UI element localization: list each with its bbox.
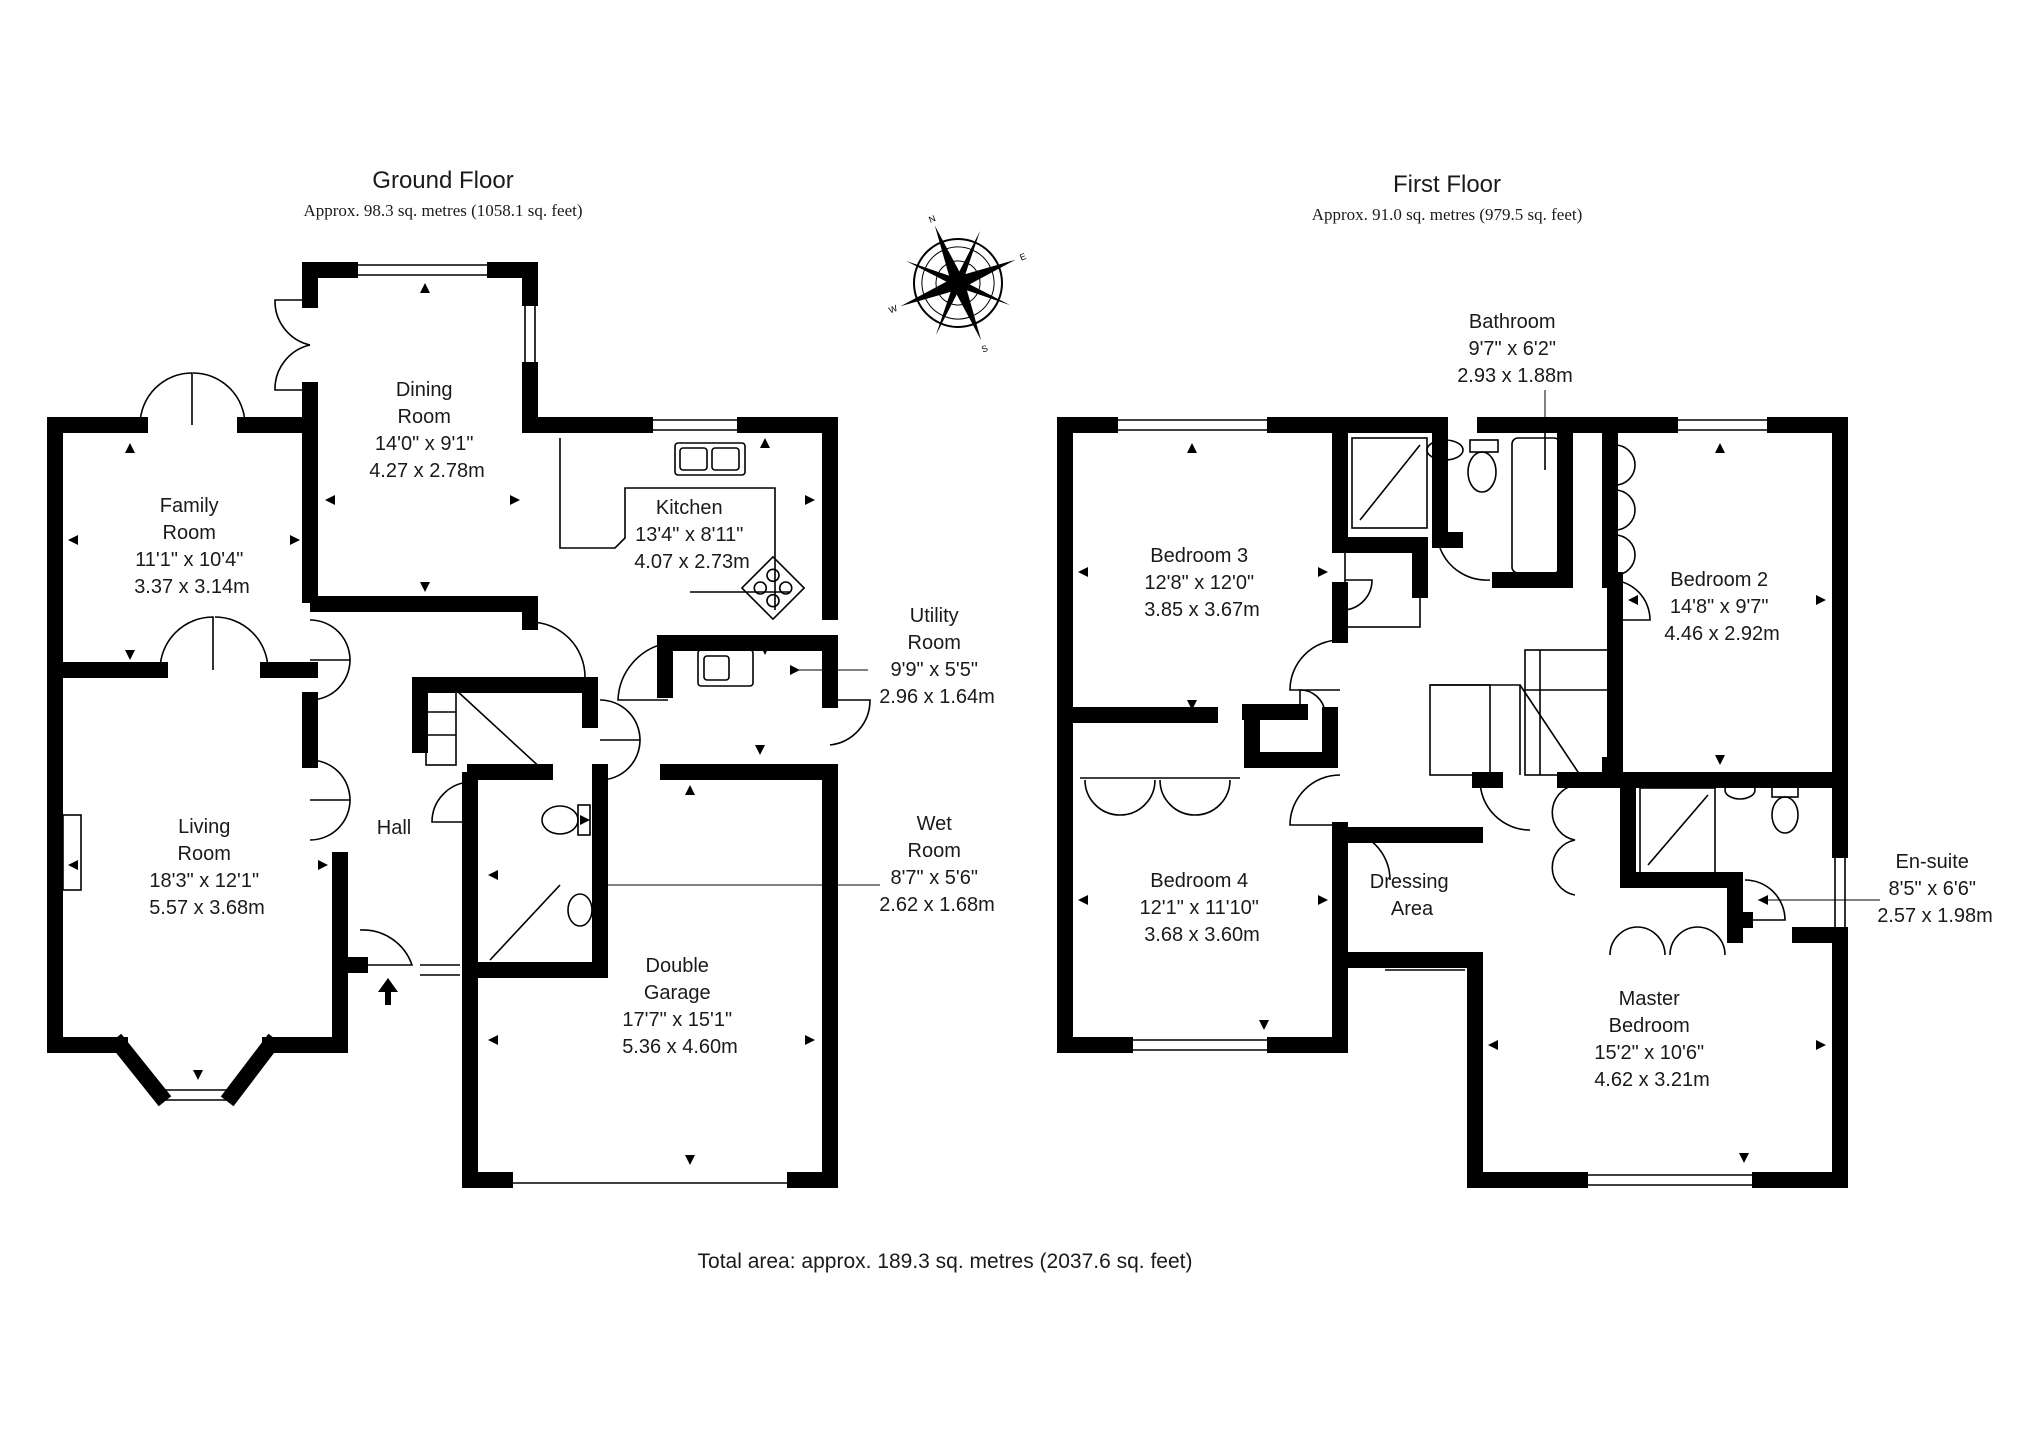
bathroom-label: Bathroom 9'7" x 6'2" 2.93 x 1.88m xyxy=(1457,311,1573,387)
first-floor-title: First Floor xyxy=(1393,171,1501,198)
dining-room-label: Dining Room 14'0" x 9'1" 4.27 x 2.78m xyxy=(369,379,485,482)
ground-floor-fixtures xyxy=(62,264,871,1184)
dressing-area-label: Dressing Area xyxy=(1370,871,1454,920)
en-suite-label: En-suite 8'5" x 6'6" 2.57 x 1.98m xyxy=(1877,851,1993,927)
total-area: Total area: approx. 189.3 sq. metres (20… xyxy=(698,1250,1193,1273)
bedroom-4-label: Bedroom 4 12'1" x 11'10" 3.68 x 3.60m xyxy=(1140,870,1265,946)
kitchen-label: Kitchen 13'4" x 8'11" 4.07 x 2.73m xyxy=(634,497,750,573)
svg-text:W: W xyxy=(887,303,899,316)
bedroom-2-label: Bedroom 2 14'8" x 9'7" 4.46 x 2.92m xyxy=(1664,569,1780,645)
svg-text:S: S xyxy=(980,343,989,355)
family-room-label: Family Room 11'1" x 10'4" 3.37 x 3.14m xyxy=(134,495,250,598)
double-garage-label: Double Garage 17'7" x 15'1" 5.36 x 4.60m xyxy=(622,955,738,1058)
ground-floor-walls xyxy=(47,262,838,1188)
compass-rose-icon: N S W E xyxy=(887,213,1027,355)
first-floor-area: Approx. 91.0 sq. metres (979.5 sq. feet) xyxy=(1312,205,1583,224)
first-floor-dimension-ticks xyxy=(1078,443,1826,1163)
hall-label: Hall xyxy=(377,817,411,839)
bedroom-3-label: Bedroom 3 12'8" x 12'0" 3.85 x 3.67m xyxy=(1144,545,1260,621)
master-bedroom-label: Master Bedroom 15'2" x 10'6" 4.62 x 3.21… xyxy=(1594,988,1710,1091)
first-floor-heading: First Floor Approx. 91.0 sq. metres (979… xyxy=(1312,171,1583,224)
ground-floor-heading: Ground Floor Approx. 98.3 sq. metres (10… xyxy=(303,167,582,220)
utility-room-label: Utility Room 9'9" x 5'5" 2.96 x 1.64m xyxy=(879,605,995,708)
ground-floor-dimension-ticks xyxy=(68,283,815,1165)
svg-text:N: N xyxy=(927,213,937,225)
first-floor-fixtures xyxy=(1080,419,1846,1186)
first-floor-walls xyxy=(1057,417,1848,1188)
living-room-label: Living Room 18'3" x 12'1" 5.57 x 3.68m xyxy=(149,816,265,919)
entrance-arrow-icon xyxy=(378,978,398,1005)
wet-room-label: Wet Room 8'7" x 5'6" 2.62 x 1.68m xyxy=(879,813,995,916)
ground-floor-area: Approx. 98.3 sq. metres (1058.1 sq. feet… xyxy=(303,201,582,220)
ground-floor-title: Ground Floor xyxy=(372,167,513,194)
svg-text:E: E xyxy=(1018,251,1027,263)
